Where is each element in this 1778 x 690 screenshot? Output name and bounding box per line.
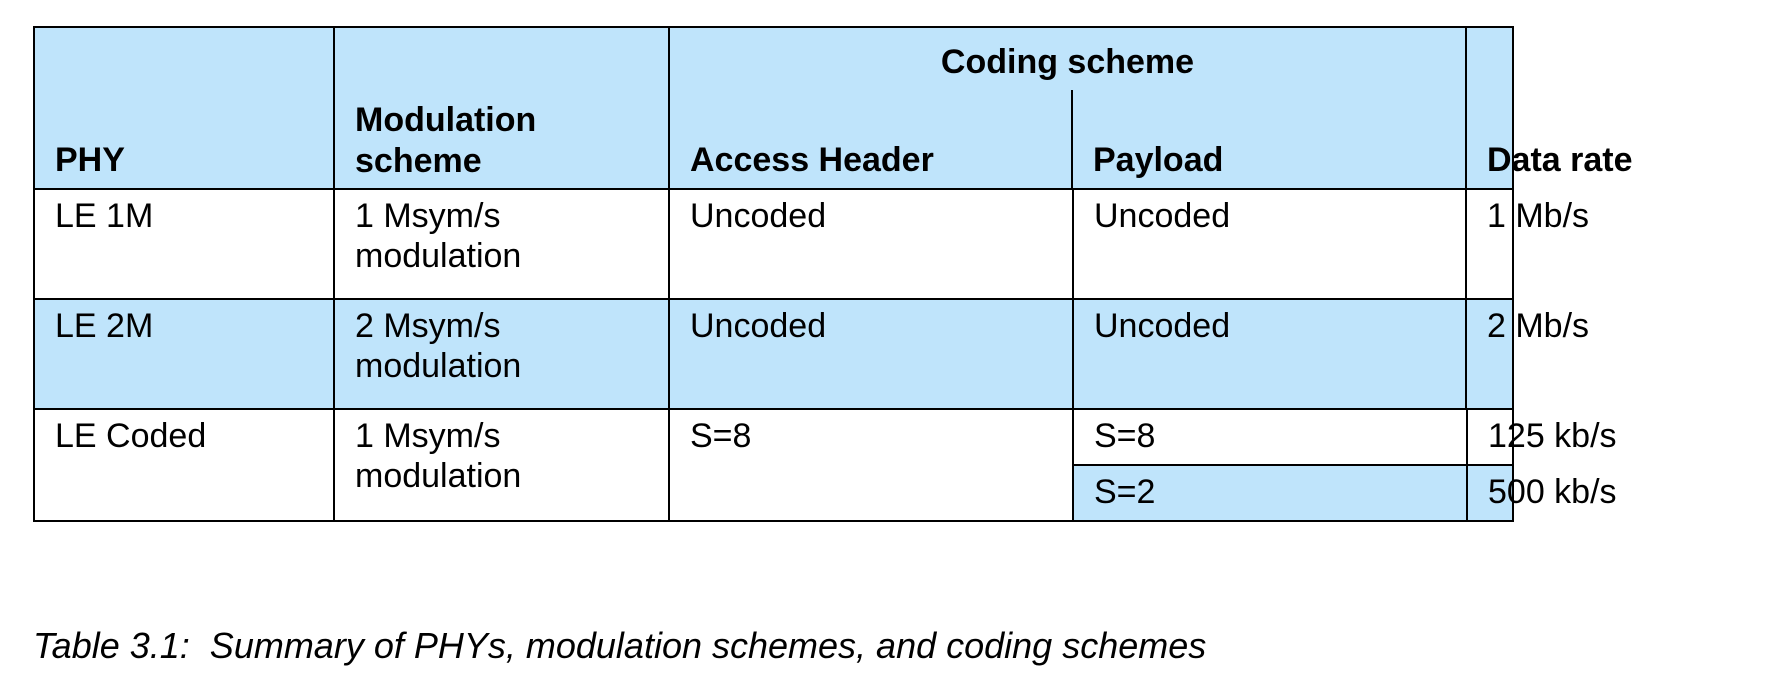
column-header-modulation-line2: scheme (355, 142, 482, 181)
cell-phy-value: LE 1M (55, 197, 154, 235)
cell-modulation-line2: modulation (355, 457, 522, 496)
cell-modulation-value: 1 Msym/s modulation (335, 410, 668, 504)
sub-rows-table: S=8 125 kb/s S=2 500 kb/s (1074, 410, 1617, 521)
column-header-modulation-label: Modulation scheme (355, 100, 536, 182)
cell-modulation-value: 2 Msym/s modulation (335, 300, 668, 394)
cell-access-header-value: Uncoded (690, 197, 827, 235)
cell-payload-value: S=8 (1074, 410, 1468, 466)
table-row: LE 2M 2 Msym/s modulation Uncoded Uncode… (33, 298, 1590, 410)
cell-modulation-line1: 2 Msym/s (355, 307, 501, 345)
cell-modulation: 1 Msym/s modulation (333, 188, 670, 300)
cell-data-rate-value: 500 kb/s (1467, 464, 1617, 521)
cell-access-header-value: Uncoded (690, 307, 827, 345)
cell-payload-value: Uncoded (1094, 307, 1231, 345)
cell-access-header-value: S=8 (690, 417, 752, 455)
cell-data-rate-value: 1 Mb/s (1487, 197, 1590, 235)
cell-modulation-line1: 1 Msym/s (355, 197, 501, 235)
cell-modulation-value: 1 Msym/s modulation (335, 190, 668, 284)
column-header-payload-label: Payload (1092, 140, 1224, 179)
cell-phy-value: LE 2M (55, 307, 154, 345)
cell-access-header: Uncoded (668, 188, 1074, 300)
cell-phy: LE 1M (33, 188, 335, 300)
table-figure: PHY Modulation scheme Coding scheme Acce… (33, 26, 1633, 523)
column-header-data-rate-label: Data rate (1487, 140, 1633, 179)
cell-modulation-line2: modulation (355, 237, 522, 276)
cell-payload-value: Uncoded (1094, 197, 1231, 235)
column-header-phy: PHY (33, 26, 335, 190)
cell-access-header: S=8 (668, 407, 1074, 523)
cell-modulation: 2 Msym/s modulation (333, 298, 670, 410)
cell-data-rate-value: 2 Mb/s (1487, 307, 1590, 345)
cell-access-header: Uncoded (668, 298, 1074, 410)
column-header-phy-label: PHY (55, 140, 125, 179)
column-header-coding-scheme-group: Coding scheme Access Header Payload (668, 26, 1467, 190)
table-row: LE Coded 1 Msym/s modulation S=8 S=8 125… (33, 407, 1617, 523)
cell-phy: LE 2M (33, 298, 335, 410)
cell-data-rate: 2 Mb/s (1465, 298, 1590, 410)
cell-phy-value: LE Coded (55, 417, 207, 455)
cell-data-rate-value: 125 kb/s (1467, 410, 1617, 466)
cell-payload-data-rate-split: S=8 125 kb/s S=2 500 kb/s (1072, 407, 1617, 523)
cell-modulation: 1 Msym/s modulation (333, 407, 670, 523)
coding-scheme-subheaders: Access Header Payload (670, 90, 1465, 188)
cell-payload-value: S=2 (1074, 464, 1468, 521)
column-header-coding-scheme-label: Coding scheme (940, 43, 1195, 81)
cell-modulation-line2: modulation (355, 347, 522, 386)
cell-data-rate: 1 Mb/s (1465, 188, 1590, 300)
column-header-modulation-line1: Modulation (355, 101, 537, 140)
table-caption: Table 3.1: Summary of PHYs, modulation s… (33, 625, 1207, 666)
cell-payload: Uncoded (1072, 298, 1467, 410)
cell-payload: Uncoded (1072, 188, 1467, 300)
column-header-data-rate: Data rate (1465, 26, 1633, 190)
cell-modulation-line1: 1 Msym/s (355, 417, 501, 455)
phy-summary-table: PHY Modulation scheme Coding scheme Acce… (33, 26, 1633, 523)
cell-phy: LE Coded (33, 407, 335, 523)
sub-row: S=2 500 kb/s (1074, 464, 1617, 521)
table-header-row: PHY Modulation scheme Coding scheme Acce… (33, 26, 1633, 190)
column-header-modulation: Modulation scheme (333, 26, 670, 190)
column-header-access-header: Access Header (670, 90, 1073, 188)
sub-row: S=8 125 kb/s (1074, 410, 1617, 466)
column-header-access-header-label: Access Header (690, 140, 934, 179)
table-row: LE 1M 1 Msym/s modulation Uncoded Uncode… (33, 188, 1590, 300)
column-header-payload: Payload (1073, 90, 1465, 188)
